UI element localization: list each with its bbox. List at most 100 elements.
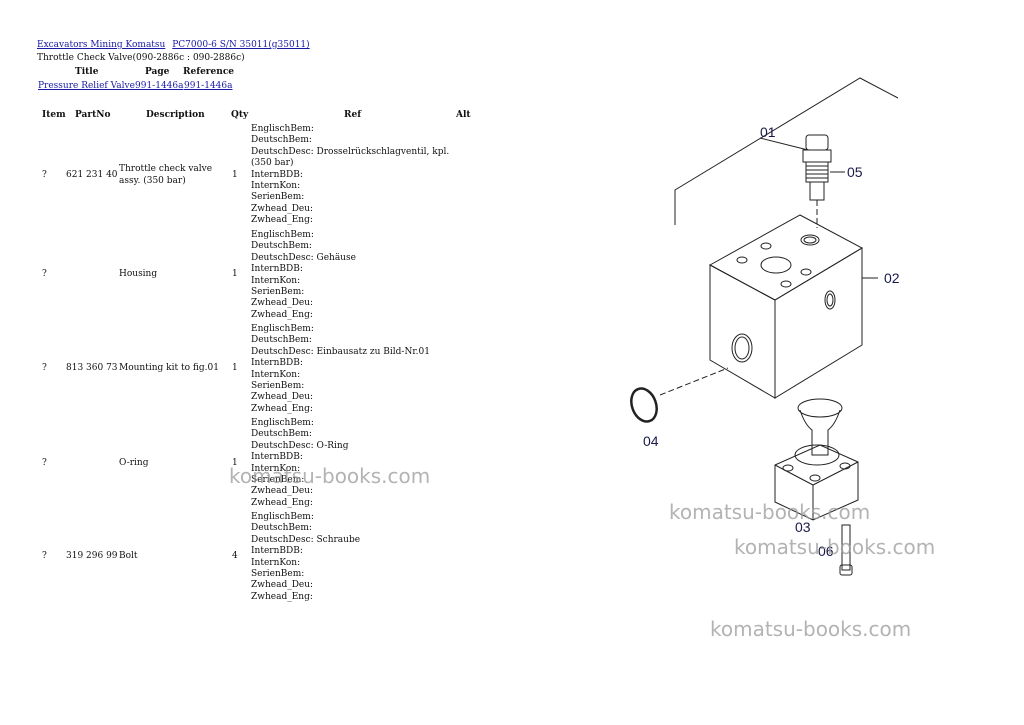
breadcrumb: Excavators Mining Komatsu PC7000-6 S/N 3… bbox=[37, 40, 314, 50]
oring-axis-line bbox=[659, 367, 729, 396]
ref-line: InternKon: bbox=[251, 369, 301, 380]
col-header-partno: PartNo bbox=[75, 110, 111, 120]
row-qty: 1 bbox=[232, 269, 238, 279]
cartridge-part-05 bbox=[802, 134, 832, 228]
assembly-leader-line bbox=[674, 77, 899, 225]
exploded-parts-diagram: 01 05 02 04 03 06 bbox=[630, 77, 900, 576]
ref-line: DeutschDesc: Drosselrückschlagventil, kp… bbox=[251, 146, 450, 157]
oring-part-04 bbox=[630, 387, 658, 423]
ref-line: DeutschBem: bbox=[251, 335, 312, 346]
ref-line: InternBDB: bbox=[251, 169, 303, 180]
ref-line: Zwhead_Deu: bbox=[251, 203, 314, 214]
row-qty: 1 bbox=[232, 458, 238, 468]
ref-line: Zwhead_Deu: bbox=[251, 580, 314, 591]
ref-line: DeutschDesc: Einbausatz zu Bild-Nr.01 bbox=[251, 346, 430, 357]
ref-line: DeutschBem: bbox=[251, 523, 312, 534]
callout-leader-01 bbox=[759, 137, 809, 151]
ref-line: InternBDB: bbox=[251, 264, 303, 275]
col-header-item: Item bbox=[42, 110, 66, 120]
callout-label-04: 04 bbox=[643, 433, 659, 449]
row-ref: EnglischBem: DeutschBem: DeutschDesc: Sc… bbox=[251, 512, 360, 603]
ref-line: Zwhead_Eng: bbox=[251, 403, 313, 414]
ref-header-page: Page bbox=[145, 67, 170, 77]
row-ref: EnglischBem: DeutschBem: DeutschDesc: Ge… bbox=[251, 230, 356, 321]
row-partno: 813 360 73 bbox=[66, 363, 118, 373]
watermark: komatsu-books.com bbox=[669, 500, 871, 524]
row-item: ? bbox=[42, 551, 47, 561]
row-qty: 1 bbox=[232, 170, 238, 180]
col-header-description: Description bbox=[146, 110, 205, 120]
row-partno: 319 296 99 bbox=[66, 551, 118, 561]
row-description: Mounting kit to fig.01 bbox=[119, 363, 219, 373]
ref-line: InternKon: bbox=[251, 181, 301, 192]
callout-label-01: 01 bbox=[760, 124, 776, 140]
breadcrumb-link-excavators[interactable]: Excavators Mining Komatsu bbox=[37, 40, 166, 50]
ref-page-link[interactable]: 991-1446a bbox=[135, 81, 184, 91]
callout-label-05: 05 bbox=[847, 164, 863, 180]
ref-line: InternBDB: bbox=[251, 452, 303, 463]
ref-line: InternBDB: bbox=[251, 546, 303, 557]
ref-line: InternBDB: bbox=[251, 358, 303, 369]
housing-block-part-02 bbox=[708, 214, 864, 399]
ref-line: Zwhead_Eng: bbox=[251, 591, 313, 602]
ref-line: EnglischBem: bbox=[251, 324, 314, 334]
callout-label-03: 03 bbox=[795, 519, 811, 535]
ref-line: EnglischBem: bbox=[251, 230, 314, 240]
row-item: ? bbox=[42, 170, 47, 180]
watermark: komatsu-books.com bbox=[734, 535, 936, 559]
row-qty: 1 bbox=[232, 363, 238, 373]
ref-header-reference: Reference bbox=[183, 67, 235, 77]
row-partno: 621 231 40 bbox=[66, 170, 118, 180]
ref-line: DeutschBem: bbox=[251, 241, 312, 252]
bolt-part-06 bbox=[839, 524, 853, 576]
col-header-ref: Ref bbox=[344, 110, 362, 120]
callout-label-06: 06 bbox=[818, 543, 834, 559]
breadcrumb-link-model[interactable]: PC7000-6 S/N 35011(g35011) bbox=[172, 40, 310, 50]
ref-line: Zwhead_Deu: bbox=[251, 392, 314, 403]
ref-line: InternKon: bbox=[251, 275, 301, 286]
row-ref: EnglischBem: DeutschBem: DeutschDesc: O-… bbox=[251, 418, 348, 509]
row-ref: EnglischBem: DeutschBem: DeutschDesc: Dr… bbox=[251, 124, 449, 227]
row-description: Throttle check valve bbox=[119, 164, 213, 174]
ref-line: InternKon: bbox=[251, 463, 301, 474]
ref-line: EnglischBem: bbox=[251, 124, 314, 134]
row-description: Housing bbox=[119, 269, 158, 279]
col-header-qty: Qty bbox=[231, 110, 249, 120]
row-description: Bolt bbox=[119, 551, 138, 561]
ref-line: Zwhead_Eng: bbox=[251, 497, 313, 508]
page-title: Throttle Check Valve(090-2886c : 090-288… bbox=[37, 53, 245, 63]
flange-part-03 bbox=[774, 398, 859, 521]
ref-header-title: Title bbox=[75, 67, 99, 77]
watermark: komatsu-books.com bbox=[710, 617, 912, 641]
row-description-2: assy. (350 bar) bbox=[119, 176, 186, 186]
ref-line: EnglischBem: bbox=[251, 512, 314, 522]
ref-line: DeutschDesc: Schraube bbox=[251, 534, 361, 545]
ref-line: Zwhead_Eng: bbox=[251, 215, 313, 226]
ref-line: SerienBem: bbox=[251, 569, 305, 580]
ref-line: SerienBem: bbox=[251, 287, 305, 298]
row-item: ? bbox=[42, 458, 47, 468]
ref-line: Zwhead_Deu: bbox=[251, 298, 314, 309]
ref-line: DeutschBem: bbox=[251, 429, 312, 440]
row-item: ? bbox=[42, 269, 47, 279]
ref-line: Zwhead_Deu: bbox=[251, 486, 314, 497]
row-qty: 4 bbox=[232, 551, 238, 561]
ref-line: SerienBem: bbox=[251, 381, 305, 392]
ref-reference-link[interactable]: 991-1446a bbox=[184, 81, 233, 91]
col-header-alt: Alt bbox=[456, 110, 471, 120]
ref-line: DeutschDesc: Gehäuse bbox=[251, 252, 356, 263]
ref-title-link[interactable]: Pressure Relief Valve bbox=[38, 81, 135, 91]
ref-line: EnglischBem: bbox=[251, 418, 314, 428]
ref-line: DeutschDesc: O-Ring bbox=[251, 440, 349, 451]
callout-label-02: 02 bbox=[884, 270, 900, 286]
ref-line: SerienBem: bbox=[251, 475, 305, 486]
row-description: O-ring bbox=[119, 458, 149, 468]
row-item: ? bbox=[42, 363, 47, 373]
ref-line: DeutschBem: bbox=[251, 135, 312, 146]
ref-line: SerienBem: bbox=[251, 192, 305, 203]
ref-line: Zwhead_Eng: bbox=[251, 309, 313, 320]
ref-line: InternKon: bbox=[251, 557, 301, 568]
watermark: komatsu-books.com bbox=[229, 464, 431, 488]
ref-line: (350 bar) bbox=[251, 158, 294, 169]
row-ref: EnglischBem: DeutschBem: DeutschDesc: Ei… bbox=[251, 324, 430, 415]
